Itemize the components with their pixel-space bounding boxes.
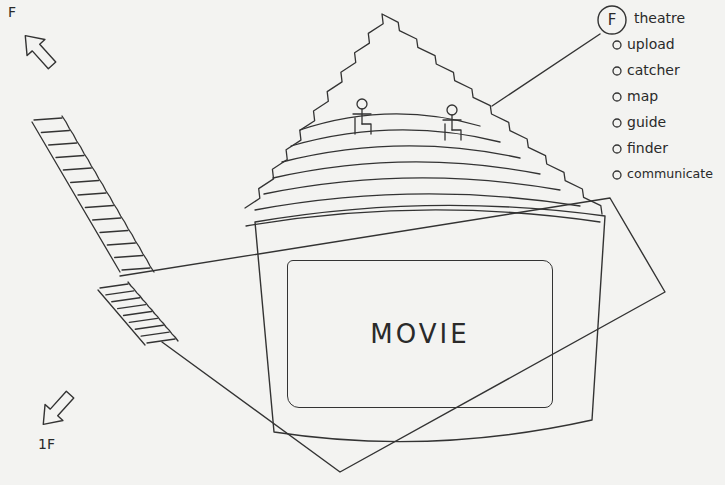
- stair-step: [63, 168, 91, 170]
- seat-row: [300, 114, 480, 130]
- stair-step: [34, 118, 62, 120]
- floor-outline: [120, 198, 665, 472]
- stair-step: [115, 256, 143, 258]
- menu-item: upload: [627, 36, 675, 52]
- stair-step: [85, 206, 113, 208]
- menu-item: guide: [627, 114, 666, 130]
- movie-screen: MOVIE: [287, 260, 553, 408]
- area-title: theatre: [634, 10, 685, 26]
- stair-step: [124, 312, 152, 316]
- staircase: [98, 290, 145, 345]
- up-arrow: [16, 28, 61, 74]
- menu-item: finder: [627, 140, 668, 156]
- staircase-edge: [62, 116, 154, 272]
- seating-outline: [245, 14, 602, 214]
- list-bullet: [613, 145, 621, 153]
- stair-step: [71, 181, 99, 183]
- stair-step: [107, 243, 135, 245]
- staircase-edge: [128, 282, 178, 341]
- menu-item: communicate: [627, 166, 713, 181]
- stair-step: [112, 298, 140, 302]
- staircase: [32, 122, 120, 272]
- stair-step: [78, 193, 106, 195]
- screen-text: MOVIE: [370, 319, 469, 349]
- stair-step: [129, 318, 157, 322]
- stair-step: [135, 325, 163, 329]
- list-bullet: [613, 67, 621, 75]
- seat-row: [291, 130, 500, 146]
- menu-item: map: [627, 88, 658, 104]
- stair-step: [93, 218, 121, 220]
- list-bullet: [613, 171, 621, 179]
- leader-line: [492, 34, 600, 106]
- stair-step: [118, 305, 146, 309]
- stair-step: [49, 143, 77, 145]
- seat-row: [282, 146, 520, 162]
- stair-step: [122, 268, 150, 270]
- seated-person: [353, 99, 371, 134]
- circle-letter: F: [608, 11, 617, 29]
- screen-frame: [255, 205, 605, 441]
- stair-step: [56, 156, 84, 158]
- floor-label: 1F: [38, 436, 55, 452]
- seat-row: [255, 194, 580, 210]
- circled-letter: F: [597, 5, 627, 35]
- seat-row: [273, 162, 540, 178]
- stair-step: [41, 131, 69, 133]
- seat-row: [264, 178, 560, 194]
- floor-label: F: [8, 4, 16, 20]
- stair-step: [100, 231, 128, 233]
- stair-step: [147, 339, 175, 343]
- down-arrow: [34, 387, 79, 433]
- list-bullet: [613, 119, 621, 127]
- seat-row: [246, 210, 600, 226]
- seated-person: [443, 105, 461, 140]
- stair-step: [106, 291, 134, 295]
- stair-step: [100, 284, 128, 288]
- list-bullet: [613, 41, 621, 49]
- menu-item: catcher: [627, 62, 680, 78]
- stair-step: [141, 332, 169, 336]
- list-bullet: [613, 93, 621, 101]
